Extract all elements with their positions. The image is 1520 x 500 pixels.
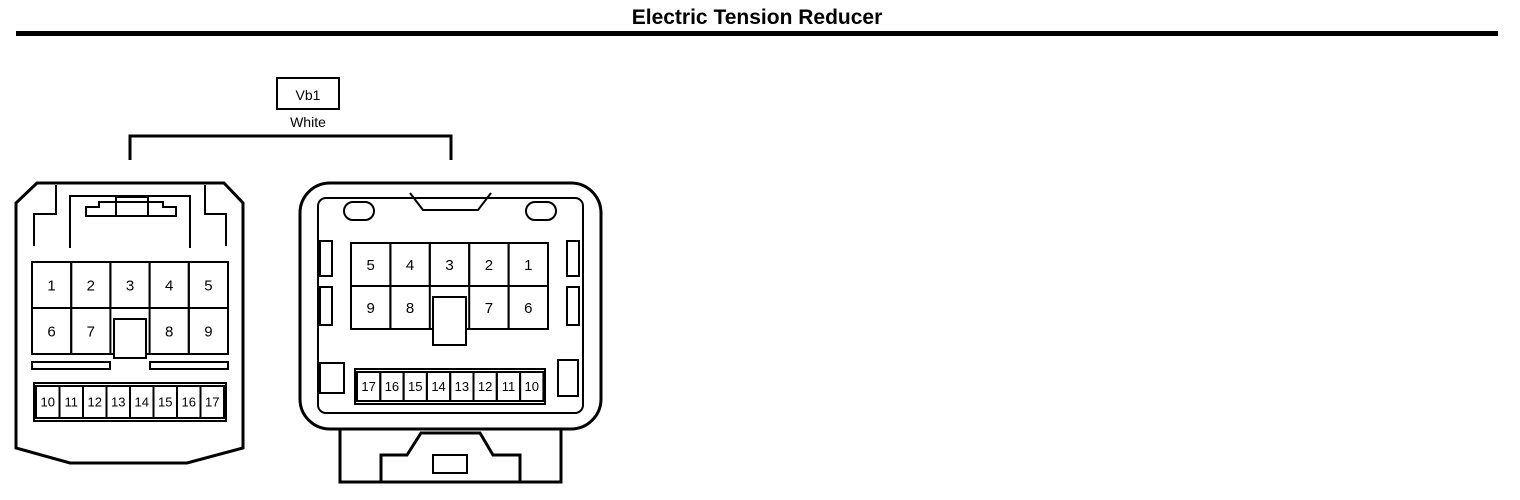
right-side-rib (319, 286, 333, 326)
right-side-rib (566, 286, 580, 326)
terminal-number: 5 (367, 257, 375, 274)
terminal-number: 17 (361, 379, 375, 394)
terminal-cell (187, 307, 230, 355)
connector-color: White (290, 114, 326, 130)
terminal-number: 2 (87, 277, 95, 294)
terminal-number: 12 (478, 379, 492, 394)
terminal-number: 3 (126, 277, 134, 294)
left-center-post (113, 318, 147, 359)
terminal-number: 16 (385, 379, 399, 394)
terminal-number: 8 (165, 323, 173, 340)
terminal-number: 11 (502, 379, 516, 394)
terminal-cell (507, 285, 550, 330)
terminal-number: 4 (165, 277, 173, 294)
terminal-number: 5 (204, 277, 212, 294)
terminal-number: 10 (41, 395, 55, 410)
terminal-number: 12 (88, 395, 102, 410)
terminal-cell (389, 285, 431, 330)
right-side-rib (566, 240, 580, 277)
connector-code-box (276, 77, 340, 110)
terminal-number: 7 (485, 300, 493, 317)
terminal-number: 16 (182, 395, 196, 410)
right-side-rib (557, 359, 579, 397)
terminal-number: 8 (406, 300, 414, 317)
right-side-rib (319, 240, 333, 277)
left-guide-bar (149, 361, 229, 370)
terminal-number: 9 (367, 300, 375, 317)
right-connector-inner (317, 197, 584, 414)
right-lock-tab (432, 454, 468, 474)
right-lock-housing (338, 430, 563, 484)
terminal-number: 15 (158, 395, 172, 410)
terminal-number: 1 (47, 277, 55, 294)
terminal-number: 11 (65, 395, 79, 410)
terminal-number: 10 (525, 379, 539, 394)
left-latch (33, 185, 227, 246)
terminal-cell (199, 385, 225, 419)
right-connector: 5 4 3 2 1 9 8 7 6 17 16 15 14 13 12 11 10 (298, 181, 603, 484)
right-side-rib (319, 362, 345, 394)
right-lower-block (354, 368, 546, 405)
right-top-notch (409, 192, 492, 211)
left-connector-outline (14, 181, 245, 465)
left-locking-tab (115, 201, 149, 217)
terminal-cell (70, 307, 112, 355)
terminal-number: 15 (408, 379, 422, 394)
left-guide-bar (31, 361, 111, 370)
connector-bracket (128, 134, 453, 160)
terminal-number: 14 (431, 379, 445, 394)
terminal-number: 6 (47, 323, 55, 340)
terminal-number: 6 (524, 300, 532, 317)
terminal-number: 14 (135, 395, 149, 410)
terminal-number: 4 (406, 257, 414, 274)
terminal-cell (519, 371, 545, 402)
terminal-number: 1 (524, 257, 532, 274)
terminal-number: 9 (204, 323, 212, 340)
connector-code: Vb1 (296, 87, 321, 103)
terminal-number: 2 (485, 257, 493, 274)
left-latch-inner (69, 195, 191, 248)
terminal-number: 7 (87, 323, 95, 340)
terminal-number: 17 (205, 395, 219, 410)
terminal-number: 13 (455, 379, 469, 394)
right-top-slot (525, 201, 557, 221)
right-center-post (432, 296, 467, 346)
right-connector-outline (298, 181, 603, 431)
terminal-number: 13 (111, 395, 125, 410)
terminal-number: 3 (445, 257, 453, 274)
title-rule (16, 31, 1498, 36)
right-top-slot (343, 201, 375, 221)
page-title: Electric Tension Reducer (631, 6, 883, 29)
left-lower-block (33, 382, 227, 422)
